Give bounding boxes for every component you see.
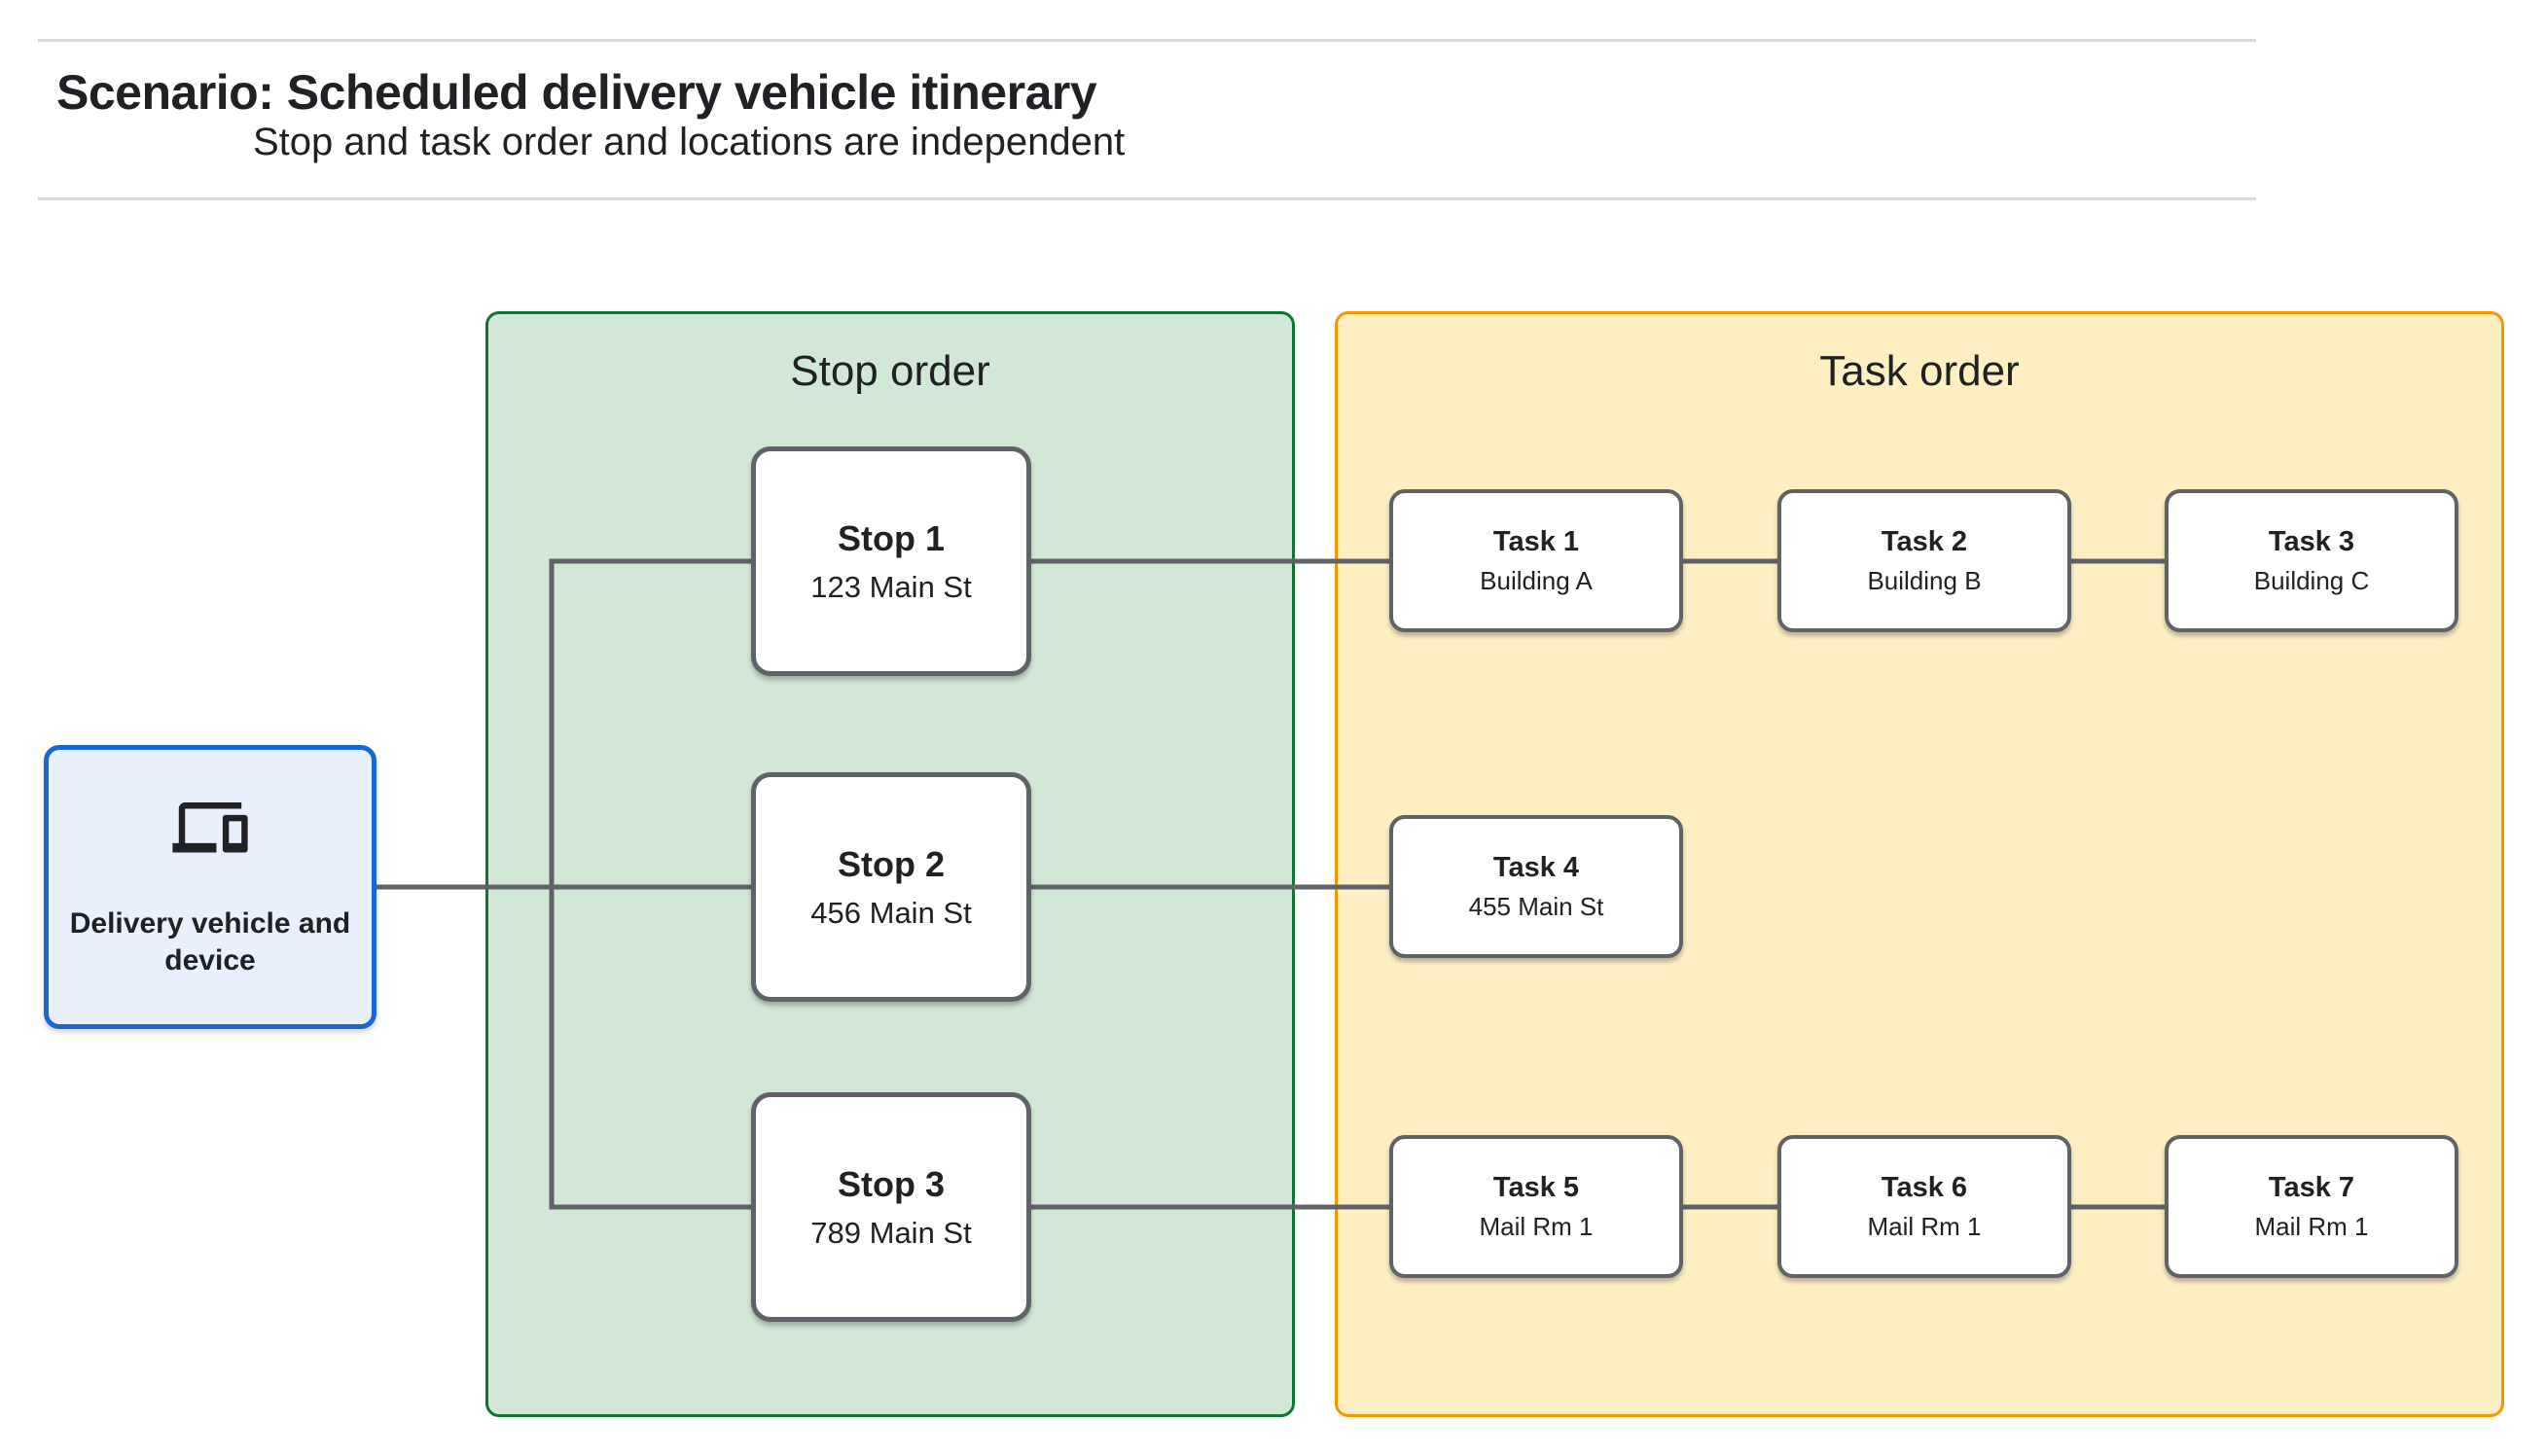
stop-node-2: Stop 2 456 Main St — [751, 772, 1031, 1002]
task-node-location: 455 Main St — [1468, 891, 1604, 921]
task-order-panel-title: Task order — [1819, 347, 2020, 395]
stop-node-location: 123 Main St — [810, 569, 972, 604]
task-node-location: Mail Rm 1 — [1479, 1211, 1594, 1241]
task-node-title: Task 4 — [1492, 851, 1580, 883]
page-subtitle: Stop and task order and locations are in… — [253, 121, 1126, 163]
task-node-location: Building B — [1867, 565, 1982, 595]
task-node-location: Building A — [1480, 565, 1593, 595]
task-node-title: Task 5 — [1492, 1171, 1580, 1203]
task-node-title: Task 7 — [2268, 1171, 2355, 1203]
stop-node-title: Stop 2 — [837, 843, 945, 884]
stop-node-3: Stop 3 789 Main St — [751, 1092, 1031, 1322]
task-node-location: Mail Rm 1 — [2254, 1211, 2369, 1241]
task-node-6: Task 6 Mail Rm 1 — [1777, 1135, 2071, 1278]
task-node-3: Task 3 Building C — [2165, 489, 2458, 632]
task-node-title: Task 3 — [2268, 525, 2355, 557]
stop-node-title: Stop 3 — [837, 1163, 945, 1204]
task-node-4: Task 4 455 Main St — [1389, 815, 1683, 958]
divider-bottom — [38, 197, 2256, 200]
task-node-title: Task 6 — [1881, 1171, 1968, 1203]
task-node-location: Building C — [2253, 565, 2370, 595]
delivery-vehicle-node: Delivery vehicle and device — [44, 745, 377, 1029]
stop-node-location: 789 Main St — [810, 1215, 972, 1250]
task-node-5: Task 5 Mail Rm 1 — [1389, 1135, 1683, 1278]
stop-node-location: 456 Main St — [810, 895, 972, 930]
task-node-1: Task 1 Building A — [1389, 489, 1683, 632]
task-node-title: Task 1 — [1492, 525, 1580, 557]
delivery-vehicle-label: Delivery vehicle and device — [69, 906, 351, 977]
stop-node-1: Stop 1 123 Main St — [751, 446, 1031, 676]
stop-order-panel-title: Stop order — [790, 347, 990, 395]
page-title: Scenario: Scheduled delivery vehicle iti… — [56, 65, 1097, 120]
task-node-title: Task 2 — [1881, 525, 1968, 557]
task-node-2: Task 2 Building B — [1777, 489, 2071, 632]
stop-node-title: Stop 1 — [837, 517, 945, 558]
task-node-location: Mail Rm 1 — [1867, 1211, 1982, 1241]
task-node-7: Task 7 Mail Rm 1 — [2165, 1135, 2458, 1278]
divider-top — [38, 39, 2256, 42]
devices-icon — [172, 801, 248, 853]
